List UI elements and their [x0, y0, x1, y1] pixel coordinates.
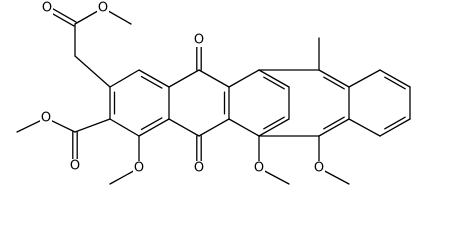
bond-single: [198, 118, 230, 137]
oxygen-atom-label: O: [194, 161, 204, 176]
bond-layer: [16, 5, 411, 185]
bond-double-outer: [138, 118, 170, 137]
bond-single: [198, 69, 230, 88]
atom-label-mask: [133, 161, 145, 175]
bond-single: [348, 118, 381, 137]
bond-double-inner: [263, 76, 285, 90]
bond-single: [348, 69, 381, 88]
bond-double-inner: [263, 116, 285, 130]
oxygen-atom-label: O: [134, 161, 144, 176]
atom-label-mask: [69, 159, 81, 173]
oxygen-atom-label: O: [70, 159, 80, 174]
bond-double-inner: [323, 76, 345, 90]
atom-label-mask: [41, 1, 53, 15]
bond-double-outer: [138, 69, 170, 88]
bond-single: [228, 118, 260, 137]
oxygen-atom-label: O: [41, 111, 51, 126]
bond-double-outer: [318, 118, 350, 137]
bond-double-inner: [384, 76, 406, 90]
bond-double-outer: [258, 118, 290, 137]
bond-single: [109, 69, 140, 88]
bond-single: [168, 69, 200, 88]
atom-label-mask: [313, 161, 325, 175]
oxygen-atom-label: O: [314, 161, 324, 176]
bond-single: [228, 69, 260, 88]
bond-single: [74, 118, 111, 133]
bond-double-inner: [323, 116, 345, 130]
bond-double-outer: [379, 118, 411, 137]
atom-label-mask: [193, 161, 205, 175]
bond-double-inner: [384, 116, 406, 130]
bond-double-inner: [140, 117, 163, 131]
atom-label-layer: O O O O O O O O O: [40, 1, 325, 176]
bond-double-outer: [318, 69, 350, 88]
bond-single: [109, 118, 140, 137]
atom-label-mask: [193, 33, 205, 47]
atom-label-mask: [253, 161, 265, 175]
bond-double-outer: [258, 69, 290, 88]
bond-double-inner: [140, 75, 163, 89]
bond-double-outer: [379, 69, 411, 88]
atom-label-mask: [97, 1, 109, 15]
oxygen-atom-label: O: [194, 33, 204, 48]
bond-single: [168, 118, 200, 137]
oxygen-atom-label: O: [42, 1, 52, 16]
oxygen-atom-label: O: [254, 161, 264, 176]
bond-single: [74, 55, 111, 88]
molecule-diagram: O O O O O O O O O: [16, 1, 411, 185]
atom-label-mask: [40, 111, 52, 125]
oxygen-atom-label: O: [98, 1, 108, 16]
